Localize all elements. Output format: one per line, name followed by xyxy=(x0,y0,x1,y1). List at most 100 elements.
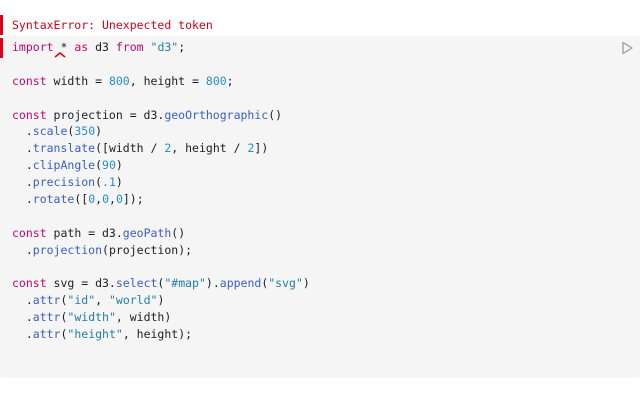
code-token: ) xyxy=(95,124,103,139)
code-line xyxy=(12,208,310,225)
code-token: , height); xyxy=(122,327,193,342)
code-token: . xyxy=(12,192,33,207)
code-token: . xyxy=(12,124,33,139)
code-line: .attr("id", "world") xyxy=(12,292,310,309)
code-token: () xyxy=(268,107,283,122)
code-token: ( xyxy=(60,310,68,325)
code-token: "height" xyxy=(67,327,123,342)
code-token: ]); xyxy=(122,192,144,207)
code-token: import xyxy=(12,40,54,54)
code-token: const xyxy=(12,107,47,122)
code-token: 2 xyxy=(164,141,172,156)
code-token: ( xyxy=(261,276,269,291)
code-token: geoPath xyxy=(122,225,172,240)
code-token: ([ xyxy=(74,192,89,207)
code-token: , width) xyxy=(115,310,172,325)
code-token xyxy=(144,40,151,54)
code-token: const xyxy=(12,225,47,240)
code-token: 2 xyxy=(247,141,255,156)
code-token: attr xyxy=(32,293,61,308)
code-token: , xyxy=(109,192,116,207)
code-line: .attr("height", height); xyxy=(12,326,310,343)
code-token: . xyxy=(12,158,33,173)
code-token: 800 xyxy=(205,73,227,88)
code-token: ) xyxy=(115,175,123,190)
code-token: width = xyxy=(46,73,109,88)
code-token: d3 xyxy=(88,40,116,54)
code-token: . xyxy=(12,141,33,156)
code-token: ) xyxy=(115,158,123,173)
code-token: ( xyxy=(67,124,75,139)
code-token: "#map" xyxy=(164,276,206,291)
code-token: attr xyxy=(32,327,61,342)
code-token: ( xyxy=(95,175,103,190)
code-token: ) xyxy=(302,276,310,291)
code-token: 0 xyxy=(102,192,109,207)
code-line: const path = d3.geoPath() xyxy=(12,225,310,242)
code-token: projection xyxy=(32,242,103,257)
code-token: 0 xyxy=(88,192,96,207)
code-token: "svg" xyxy=(268,276,303,291)
code-line: .scale(350) xyxy=(12,123,310,140)
code-token: . xyxy=(12,327,33,342)
code-token: "width" xyxy=(67,310,116,325)
error-gutter-marker xyxy=(0,38,3,58)
code-token: , xyxy=(95,192,103,207)
code-token: 350 xyxy=(74,124,96,139)
code-token: append xyxy=(219,276,262,291)
code-line: const svg = d3.select("#map").append("sv… xyxy=(12,275,310,292)
code-token: ; xyxy=(178,40,186,54)
code-token: . xyxy=(12,242,33,257)
code-token: . xyxy=(12,175,33,190)
code-token: select xyxy=(115,276,158,291)
code-line: .projection(projection); xyxy=(12,242,310,259)
code-token: projection = d3. xyxy=(46,107,165,122)
code-token: . xyxy=(12,310,33,325)
code-line xyxy=(12,90,310,107)
code-token: * xyxy=(53,40,75,54)
code-token: (projection); xyxy=(102,242,193,257)
code-line: .attr("width", width) xyxy=(12,309,310,326)
code-token: const xyxy=(12,73,47,88)
code-token: path = d3. xyxy=(46,225,123,240)
code-line: import * as d3 from "d3"; xyxy=(12,39,310,56)
code-token: 800 xyxy=(108,73,130,88)
play-icon[interactable] xyxy=(620,41,634,55)
code-line: const width = 800, height = 800; xyxy=(12,73,310,90)
code-line: const projection = d3.geoOrthographic() xyxy=(12,107,310,124)
code-line xyxy=(12,56,310,73)
code-line: .rotate([0,0,0]); xyxy=(12,191,310,208)
code-line: .clipAngle(90) xyxy=(12,157,310,174)
code-token: ). xyxy=(205,276,220,291)
code-editor[interactable]: import * as d3 from "d3"; const width = … xyxy=(12,39,310,343)
code-line xyxy=(12,259,310,276)
code-token: const xyxy=(12,276,47,291)
code-token: precision xyxy=(32,175,96,190)
code-token: , xyxy=(95,293,109,308)
code-token: from xyxy=(115,40,144,54)
code-token: svg = d3. xyxy=(46,276,116,291)
code-token: ( xyxy=(95,158,103,173)
code-token: clipAngle xyxy=(32,158,96,173)
error-caret-icon xyxy=(54,52,66,58)
code-line: .precision(.1) xyxy=(12,174,310,191)
code-token: rotate xyxy=(32,192,75,207)
code-token: geoOrthographic xyxy=(164,107,269,122)
code-token: ) xyxy=(157,293,165,308)
code-token: 0 xyxy=(115,192,123,207)
code-token: , height / xyxy=(171,141,248,156)
code-token: ( xyxy=(157,276,165,291)
code-token: ( xyxy=(60,293,68,308)
code-token: 90 xyxy=(102,158,116,173)
code-token: .1 xyxy=(102,175,116,190)
code-token: ([width / xyxy=(95,141,165,156)
code-token: ; xyxy=(226,73,234,88)
code-token: scale xyxy=(32,124,68,139)
code-token: , height = xyxy=(129,73,206,88)
code-token: ]) xyxy=(254,141,269,156)
code-line: .translate([width / 2, height / 2]) xyxy=(12,140,310,157)
code-cell[interactable]: import * as d3 from "d3"; const width = … xyxy=(0,36,640,378)
code-token: () xyxy=(171,225,186,240)
code-token: ( xyxy=(60,327,68,342)
code-token: as xyxy=(74,40,89,54)
